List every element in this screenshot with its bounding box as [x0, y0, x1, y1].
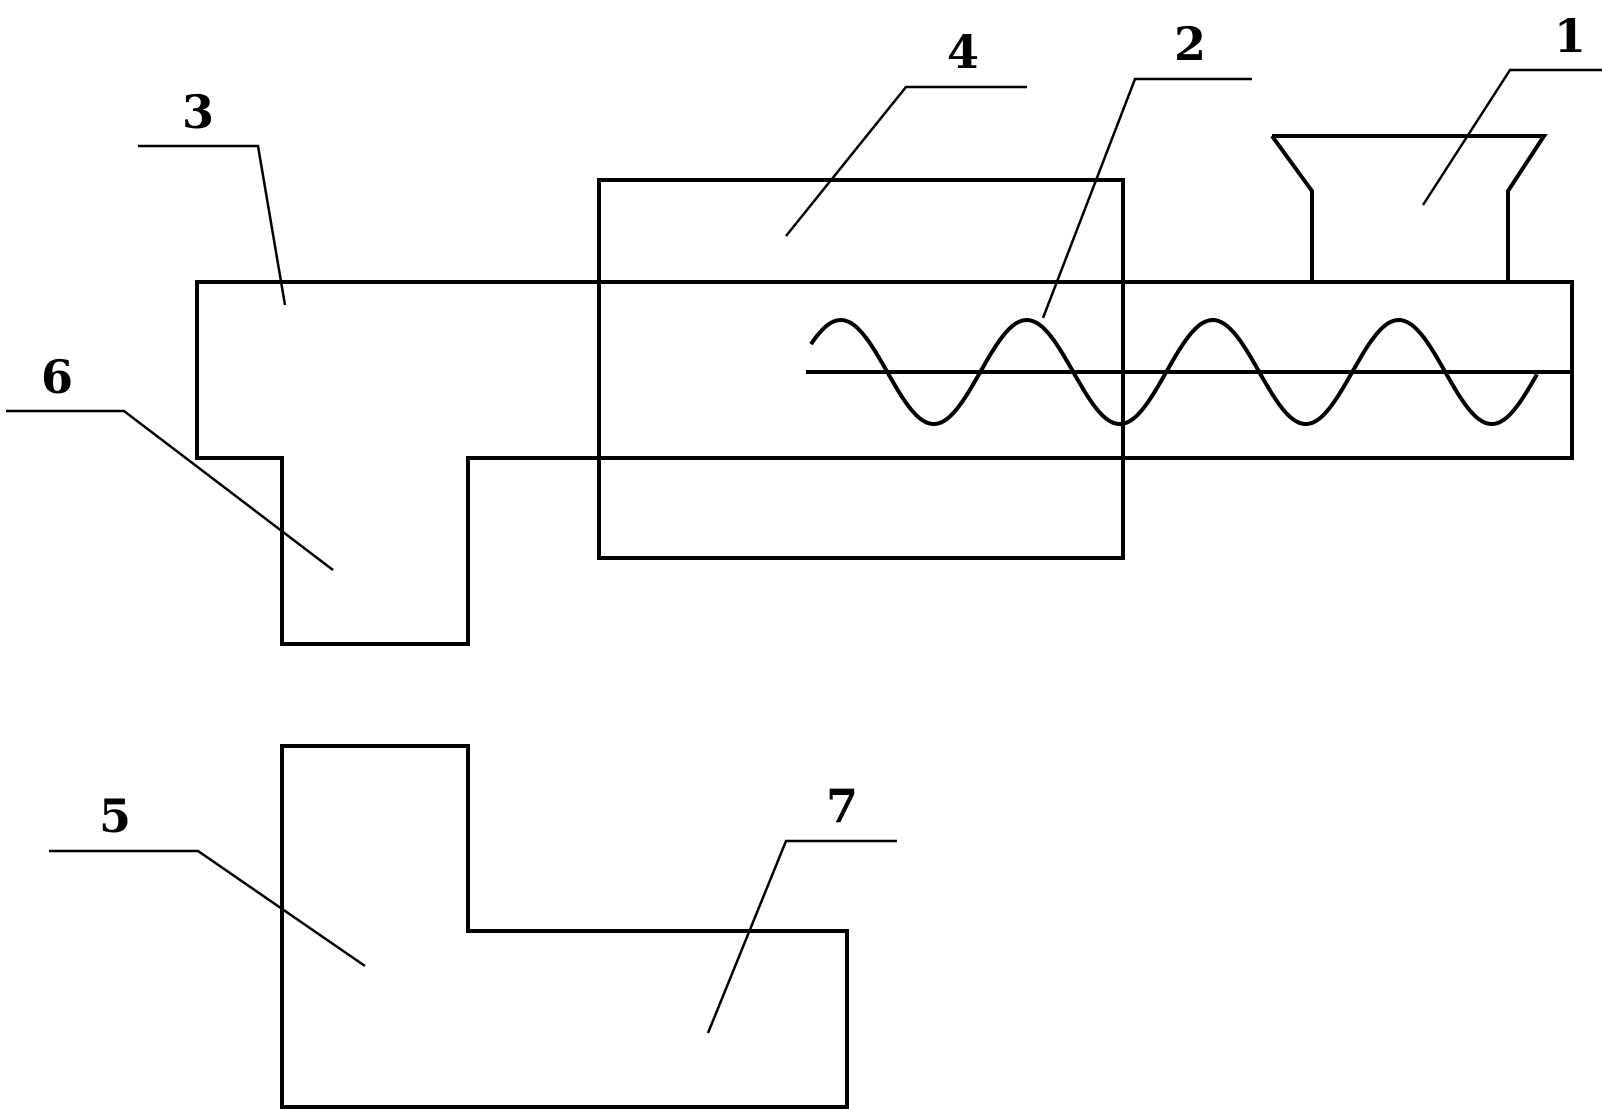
- receiving-tank: [280, 744, 849, 1109]
- leader-4: [785, 85, 1027, 237]
- leader-5: [49, 849, 366, 968]
- callout-7: 7: [826, 779, 858, 833]
- screw-flight: [809, 317, 1539, 426]
- hopper: [1270, 134, 1548, 282]
- callout-1: 1: [1554, 9, 1586, 63]
- leader-2: [1041, 77, 1252, 319]
- callout-2: 2: [1174, 17, 1206, 71]
- callout-4: 4: [947, 25, 979, 79]
- leader-1: [1421, 68, 1602, 206]
- callout-3: 3: [182, 85, 214, 139]
- leader-6: [6, 409, 334, 571]
- callout-6: 6: [41, 350, 73, 404]
- leader-lines: [6, 68, 1602, 1034]
- barrel-with-outlet: [195, 280, 1574, 646]
- callout-5: 5: [99, 789, 131, 843]
- leader-3: [138, 144, 287, 306]
- leader-7: [706, 839, 897, 1034]
- heating-jacket: [597, 178, 1125, 560]
